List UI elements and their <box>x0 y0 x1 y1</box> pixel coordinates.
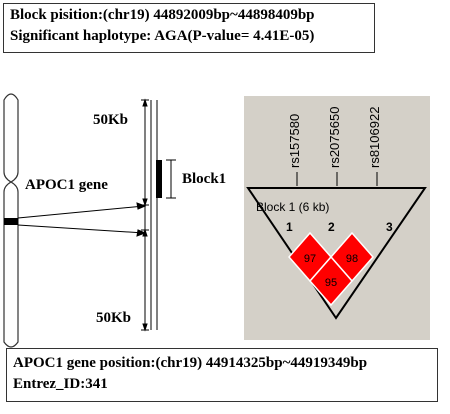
gene-band <box>4 218 18 225</box>
gene-position-text: APOC1 gene position:(chr19) 44914325bp~4… <box>13 355 368 371</box>
snp-label-3: rs8106922 <box>367 107 382 168</box>
scale-ruler <box>141 98 158 332</box>
marker-3: 3 <box>386 220 393 234</box>
ld-value-1-2: 97 <box>304 253 316 265</box>
ld-panel-background <box>244 96 430 340</box>
ld-cell-1-3 <box>309 255 353 307</box>
block-title: Block 1 (6 kb) <box>256 200 329 214</box>
chromosome-ideogram <box>3 93 19 348</box>
zoom-lines <box>17 202 147 237</box>
snp-label-2: rs2075650 <box>327 107 342 168</box>
snp-label-1: rs157580 <box>287 114 302 168</box>
block-info-box: Block pisition:(chr19) 44892009bp~448984… <box>3 3 375 53</box>
ld-plot: rs157580 rs2075650 rs8106922 Block 1 (6 … <box>244 96 430 340</box>
block-position-text: Block pisition:(chr19) 44892009bp~448984… <box>10 7 315 23</box>
gene-info-box: APOC1 gene position:(chr19) 44914325bp~4… <box>6 348 438 402</box>
entrez-id-text: Entrez_ID:341 <box>13 376 108 392</box>
gene-label: APOC1 gene <box>25 177 108 193</box>
ld-value-1-3: 95 <box>325 277 337 289</box>
ld-value-2-3: 98 <box>346 253 358 265</box>
lower-flank-label: 50Kb <box>96 310 131 326</box>
block-label: Block1 <box>182 171 226 187</box>
block-marker <box>156 159 176 199</box>
upper-flank-label: 50Kb <box>93 112 128 128</box>
marker-1: 1 <box>286 220 293 234</box>
marker-2: 2 <box>328 220 335 234</box>
significant-haplotype-text: Significant haplotype: AGA(P-value= 4.41… <box>10 28 315 44</box>
